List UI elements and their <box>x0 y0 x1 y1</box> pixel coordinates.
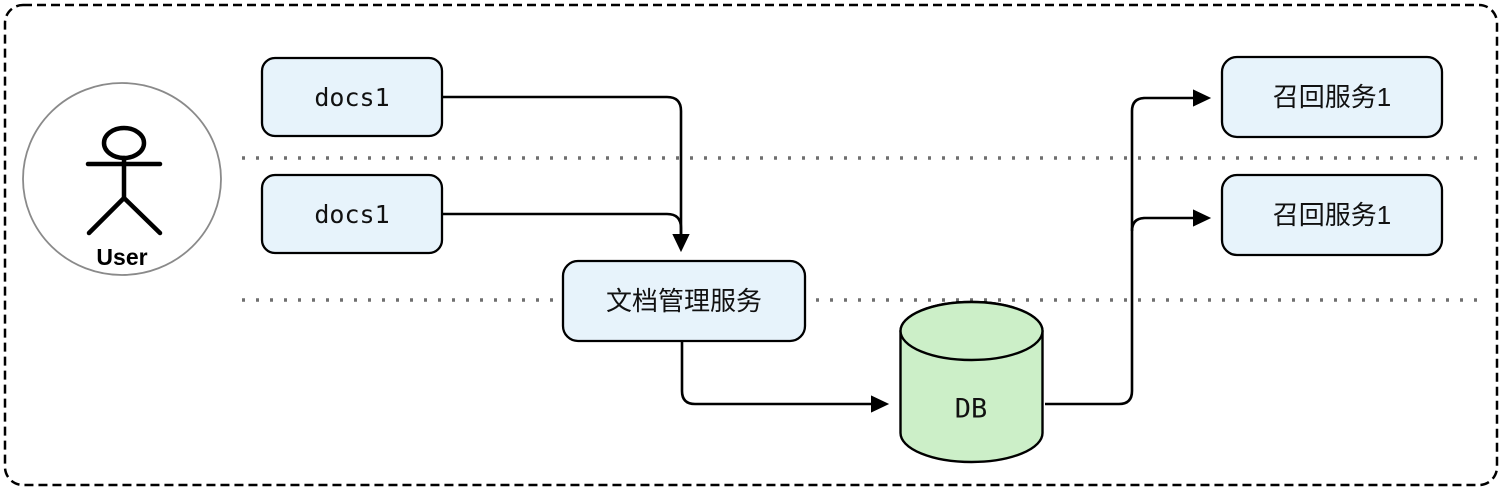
canvas-border <box>3 3 1499 487</box>
arrow-docs1-top-to-doc-service <box>442 95 690 253</box>
recall-bottom-node: 召回服务1 <box>1220 173 1444 257</box>
recall-top-box <box>1220 55 1444 139</box>
docs1-bottom-label: docs1 <box>314 200 389 229</box>
user-label: User <box>96 244 147 270</box>
docs1-top-label: docs1 <box>314 83 389 112</box>
person-icon <box>85 125 163 236</box>
recall-top-node: 召回服务1 <box>1220 55 1444 139</box>
arrow-db-to-recall-top <box>1045 89 1212 406</box>
db-cylinder-node: DB <box>899 300 1044 464</box>
arrow-docs1-bottom-to-doc-service <box>442 212 683 243</box>
recall-bottom-label: 召回服务1 <box>1273 200 1391 230</box>
doc-service-box <box>561 259 807 343</box>
recall-bottom-box <box>1220 173 1444 257</box>
docs1-top-node: docs1 <box>260 56 444 138</box>
user-actor: User <box>22 82 222 276</box>
db-cylinder-top <box>899 300 1044 362</box>
arrow-db-to-recall-bottom <box>1130 209 1212 232</box>
arrow-doc-service-to-db <box>680 341 890 413</box>
docs1-top-box <box>260 56 444 138</box>
docs1-bottom-box <box>260 173 444 255</box>
docs1-bottom-node: docs1 <box>260 173 444 255</box>
doc-service-node: 文档管理服务 <box>561 259 807 343</box>
recall-top-label: 召回服务1 <box>1273 82 1391 112</box>
doc-service-label: 文档管理服务 <box>606 286 762 316</box>
db-label: DB <box>955 394 988 425</box>
